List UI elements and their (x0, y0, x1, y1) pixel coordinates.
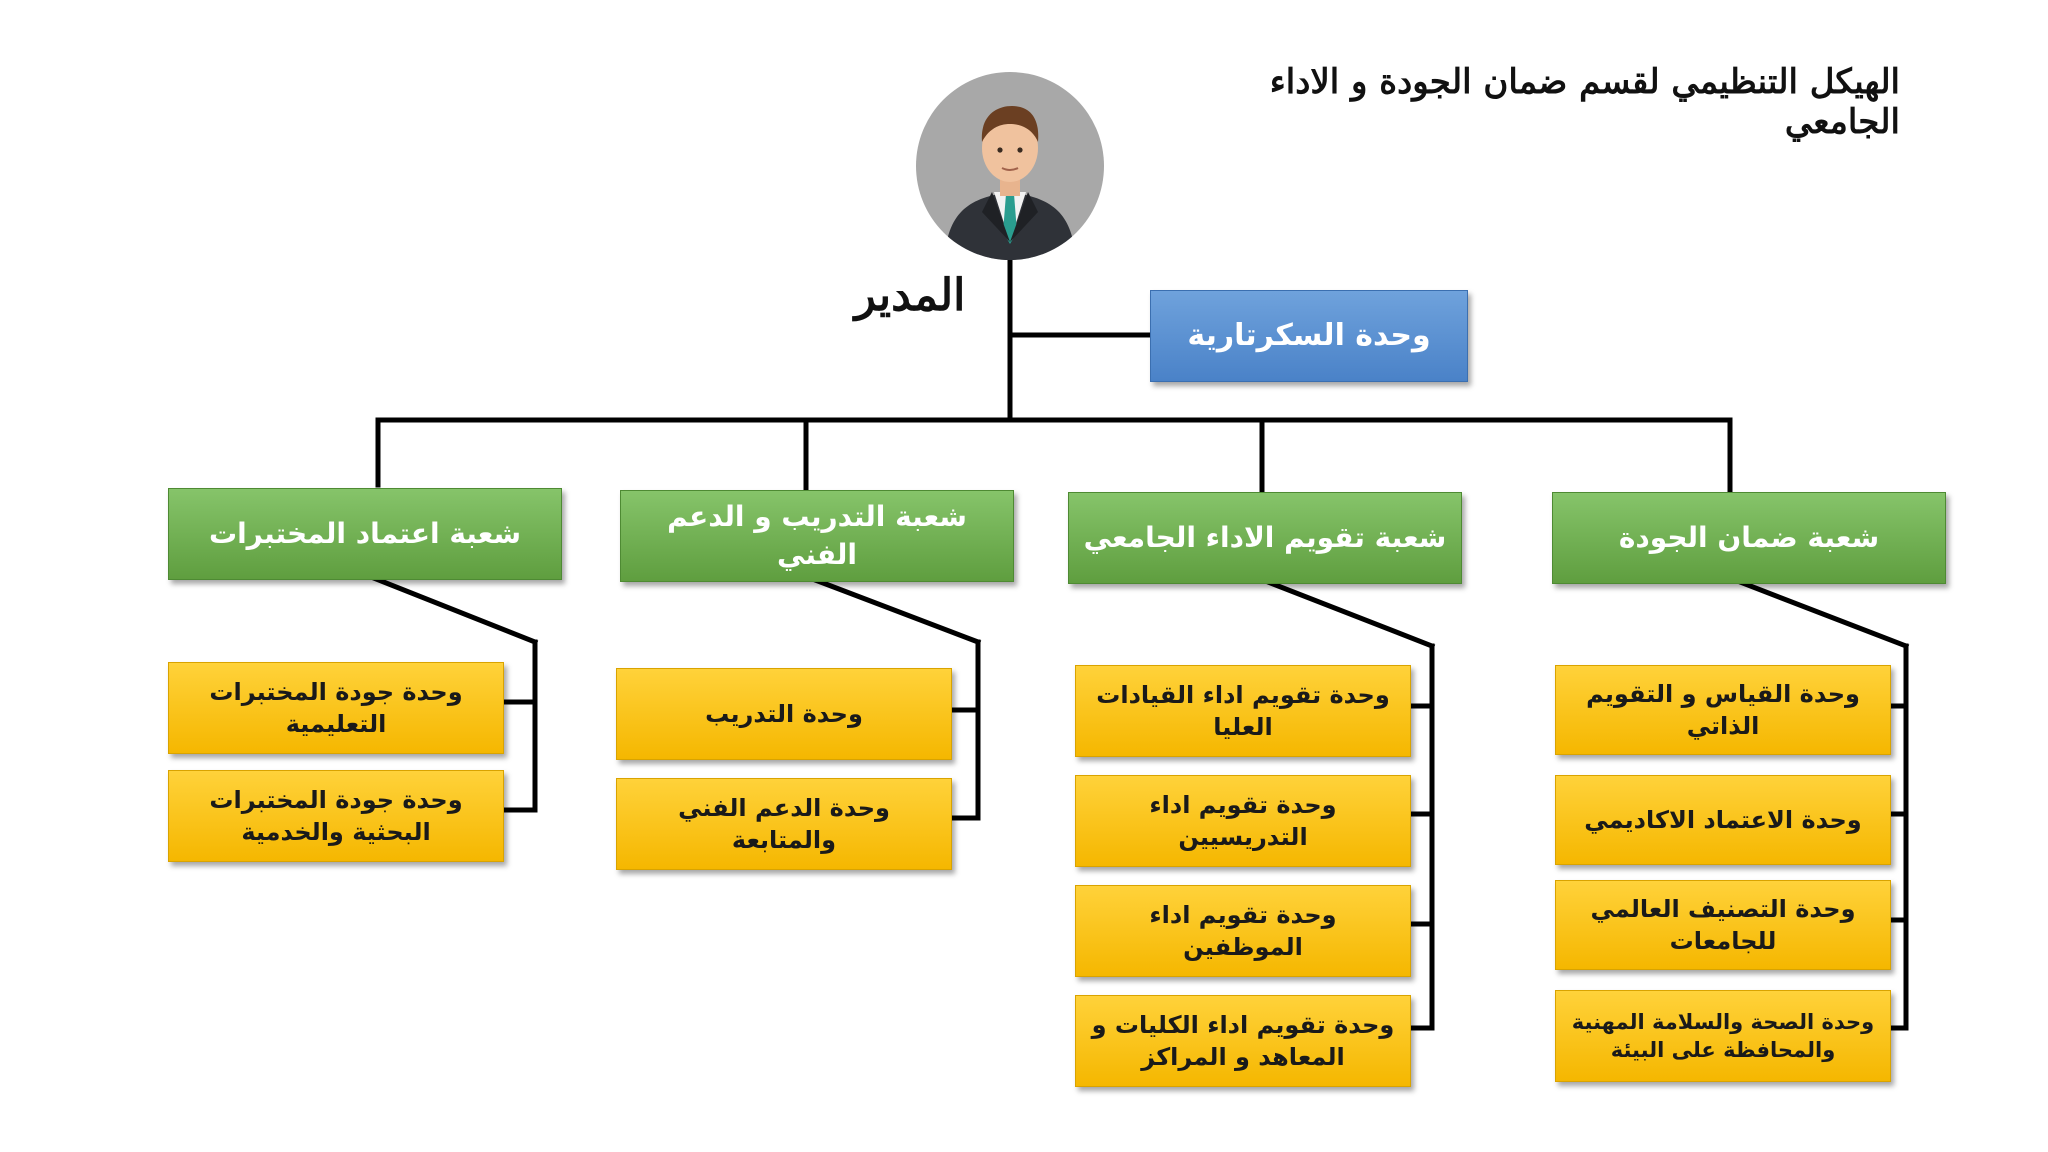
unit-box: وحدة جودة المختبرات البحثية والخدمية (168, 770, 504, 862)
division-training-support: شعبة التدريب و الدعم الفني (620, 490, 1014, 582)
director-label: المدير (854, 270, 966, 321)
unit-box: وحدة جودة المختبرات التعليمية (168, 662, 504, 754)
unit-box: وحدة تقويم اداء القيادات العليا (1075, 665, 1411, 757)
unit-box: وحدة تقويم اداء الموظفين (1075, 885, 1411, 977)
division-university-performance: شعبة تقويم الاداء الجامعي (1068, 492, 1462, 584)
chart-title: الهيكل التنظيمي لقسم ضمان الجودة و الادا… (1269, 62, 1900, 142)
unit-box: وحدة تقويم اداء التدريسيين (1075, 775, 1411, 867)
unit-box: وحدة القياس و التقويم الذاتي (1555, 665, 1891, 755)
unit-box: وحدة تقويم اداء الكليات و المعاهد و المر… (1075, 995, 1411, 1087)
businessman-avatar-icon (916, 72, 1104, 260)
secretariat-unit-box: وحدة السكرتارية (1150, 290, 1468, 382)
unit-box: وحدة الاعتماد الاكاديمي (1555, 775, 1891, 865)
division-lab-accreditation: شعبة اعتماد المختبرات (168, 488, 562, 580)
unit-box: وحدة التصنيف العالمي للجامعات (1555, 880, 1891, 970)
division-quality-assurance: شعبة ضمان الجودة (1552, 492, 1946, 584)
unit-box: وحدة الصحة والسلامة المهنية والمحافظة عل… (1555, 990, 1891, 1082)
unit-box: وحدة الدعم الفني والمتابعة (616, 778, 952, 870)
unit-box: وحدة التدريب (616, 668, 952, 760)
